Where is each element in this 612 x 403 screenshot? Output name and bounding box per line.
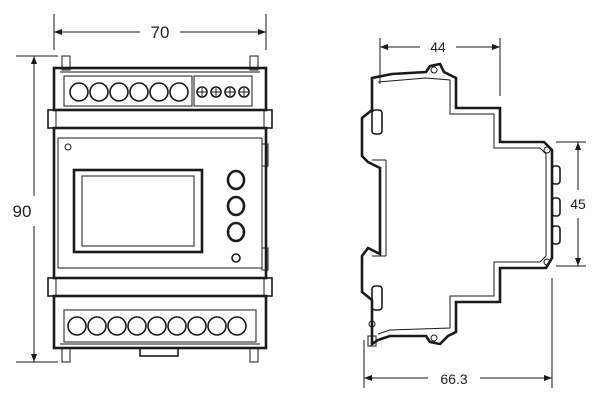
screw-terminal <box>87 316 107 336</box>
step-height-dimension: 45 <box>556 141 586 267</box>
side-view: 44 66.3 45 <box>360 38 586 388</box>
height-dimension: 90 <box>13 55 58 363</box>
screw-terminal <box>67 316 87 336</box>
screw-terminal <box>227 316 247 336</box>
depth-top-dimension: 44 <box>379 38 501 96</box>
screw-terminal <box>167 316 187 336</box>
screw-terminal <box>147 316 167 336</box>
small-screw-terminal <box>210 86 222 98</box>
screw-terminal <box>127 316 147 336</box>
small-screw-terminal <box>224 86 236 98</box>
screw-terminal <box>109 82 129 102</box>
small-screw-terminal <box>238 86 250 98</box>
depth-bottom-dimension: 66.3 <box>363 278 553 388</box>
lower-screw-terminals <box>67 316 247 336</box>
din-latch <box>139 347 179 357</box>
height-dim-label: 90 <box>13 202 32 221</box>
width-dim-label: 70 <box>151 23 170 42</box>
led-indicator <box>64 143 72 151</box>
screw-terminal <box>169 82 189 102</box>
side-profile-outline <box>360 62 554 347</box>
screw-terminal <box>149 82 169 102</box>
upper-small-terminals <box>196 86 250 98</box>
step-height-dim-label: 45 <box>570 196 586 212</box>
button <box>226 221 246 243</box>
screw-terminal <box>69 82 89 102</box>
button <box>226 169 246 191</box>
width-dimension: 70 <box>53 14 267 50</box>
button <box>226 195 246 217</box>
screw-terminal <box>129 82 149 102</box>
small-screw-terminal <box>196 86 208 98</box>
screw-terminal <box>107 316 127 336</box>
control-buttons <box>226 169 246 263</box>
indicator-dot <box>231 253 241 263</box>
lcd-display <box>72 168 204 254</box>
front-view: 70 90 <box>13 14 273 363</box>
depth-top-dim-label: 44 <box>430 39 446 55</box>
depth-bottom-dim-label: 66.3 <box>440 371 467 387</box>
front-panel <box>52 126 268 280</box>
screw-terminal <box>187 316 207 336</box>
screw-terminal <box>207 316 227 336</box>
upper-screw-terminals <box>69 82 189 102</box>
screw-terminal <box>89 82 109 102</box>
